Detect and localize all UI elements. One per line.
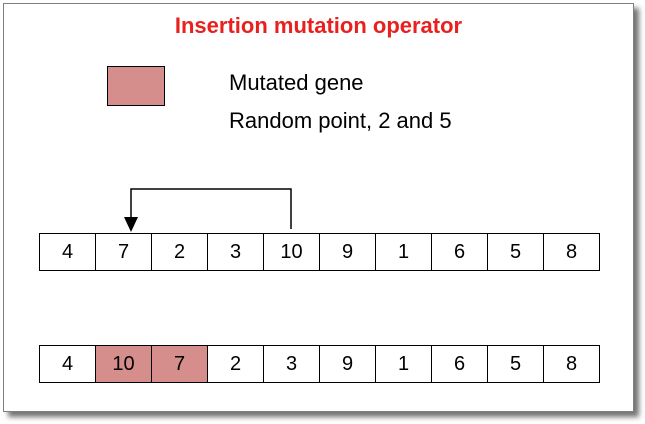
- before-gene-5: 9: [319, 233, 376, 271]
- after-gene-7: 6: [431, 345, 488, 383]
- after-gene-6: 1: [375, 345, 432, 383]
- before-gene-2: 2: [151, 233, 208, 271]
- before-gene-8: 5: [487, 233, 544, 271]
- after-gene-1: 10: [95, 345, 152, 383]
- after-gene-3: 2: [207, 345, 264, 383]
- after-gene-2: 7: [151, 345, 208, 383]
- after-gene-0: 4: [39, 345, 96, 383]
- arrow-path: [130, 188, 292, 229]
- after-gene-8: 5: [487, 345, 544, 383]
- mutated-gene-swatch: [107, 66, 165, 106]
- after-gene-9: 8: [543, 345, 600, 383]
- mutated-gene-label: Mutated gene: [229, 70, 364, 95]
- before-gene-3: 3: [207, 233, 264, 271]
- diagram-title: Insertion mutation operator: [174, 13, 463, 38]
- before-gene-7: 6: [431, 233, 488, 271]
- before-gene-4: 10: [263, 233, 320, 271]
- before-gene-6: 1: [375, 233, 432, 271]
- after-gene-4: 3: [263, 345, 320, 383]
- after-gene-5: 9: [319, 345, 376, 383]
- before-gene-1: 7: [95, 233, 152, 271]
- before-gene-0: 4: [39, 233, 96, 271]
- before-gene-9: 8: [543, 233, 600, 271]
- random-point-label: Random point, 2 and 5: [229, 108, 452, 133]
- diagram-frame: Insertion mutation operator Mutated gene…: [3, 3, 634, 412]
- arrowhead-icon: [124, 217, 138, 232]
